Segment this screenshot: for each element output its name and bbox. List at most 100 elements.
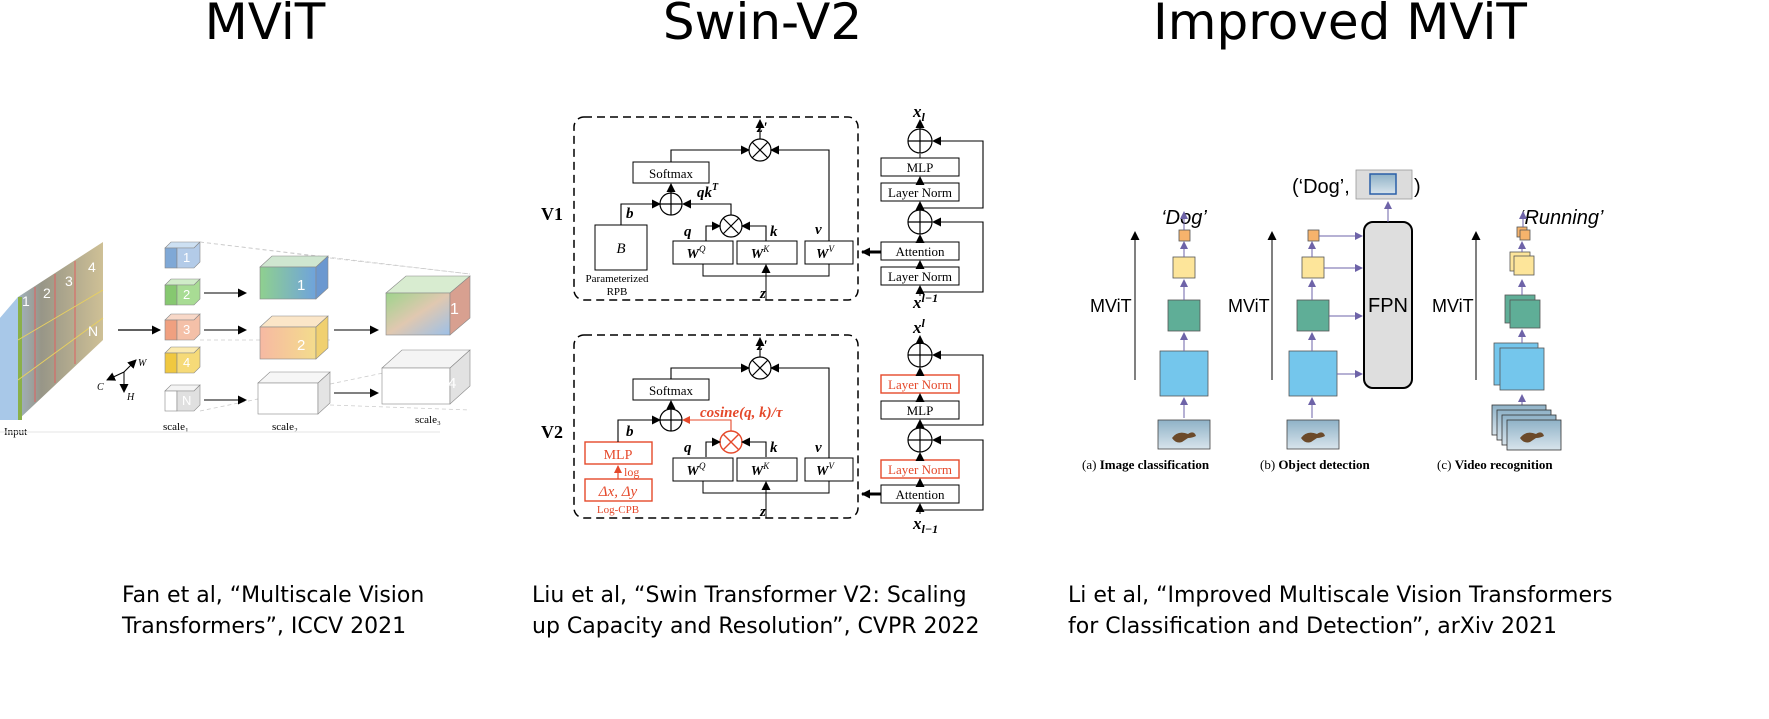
caption-c: (c) Video recognition [1437,457,1553,472]
video-frames [1491,404,1562,451]
mvit-diagram: 1 2 3 4 N Input C H W 1 [0,241,471,438]
swin-v2-diagram: V1 Softmax z' qkT q k B b Parameterized … [541,102,984,536]
xl-label: xl [912,102,926,124]
v-label: v [815,440,822,456]
layernorm-label: Layer Norm [888,269,952,284]
b-label: b [626,206,634,222]
cube-label: 1 [183,250,190,265]
v1-label: V1 [541,204,563,224]
axis-h: H [126,392,135,403]
rpb-b: B [616,241,625,257]
input-label-n: N [88,323,98,339]
fpn-label: FPN [1368,295,1408,317]
dog-image [1286,419,1340,450]
stage1-box [1499,347,1545,391]
xl-label: xl [912,316,926,337]
citation-improved-mvit: Li et al, “Improved Multiscale Vision Tr… [1068,580,1613,642]
cube-label: 1 [450,301,459,318]
cosine-label: cosine(q, k)/τ [700,405,784,421]
cube-label: 2 [297,337,305,354]
stage1-box [1288,350,1338,397]
softmax-label: Softmax [649,383,694,398]
softmax-label: Softmax [649,166,694,181]
k-label: k [770,440,778,456]
citation-line: for Classification and Detection”, arXiv… [1068,614,1557,639]
z-label: z [759,286,766,302]
qkT-label: qkT [697,182,719,201]
b-label: b [626,424,634,440]
caption-a: (a) Image classification [1082,457,1210,472]
improved-mvit-diagram: ‘Dog’ MViT (a) Image classification (‘Do… [1082,169,1604,472]
log-label: log [624,465,639,479]
rpb-box [594,224,648,271]
input-label-2: 2 [43,285,51,301]
axis-w: W [138,358,148,369]
scale1-cubes: 1 2 3 4 [163,241,201,433]
scale3-cubes: 1 N/4 scale₃ [381,275,471,426]
wq-label: WQ [687,461,706,479]
attention-label: Attention [895,244,945,259]
cube-label: N [182,393,191,408]
cube-label: N/4 [433,375,456,392]
dog-thumbnail [1369,173,1397,195]
rpb-caption: RPB [607,286,628,298]
xl1-label: xl−1 [912,514,938,536]
wk-label: WK [751,461,770,479]
cpb-mlp-label: MLP [604,448,633,463]
wv-label: WV [816,244,835,262]
title-improved-mvit: Improved MViT [1153,0,1527,51]
stage3-box [1172,256,1196,279]
scale1-label: scale₁ [163,421,189,433]
mlp-label: MLP [907,403,934,418]
citation-line: Li et al, “Improved Multiscale Vision Tr… [1068,583,1613,608]
z-label: z [759,504,766,520]
citation-line: up Capacity and Resolution”, CVPR 2022 [532,614,980,639]
input-label-3: 3 [65,273,73,289]
wv-label: WV [816,461,835,479]
cube-label: 4 [183,355,190,370]
stage1-box [1159,350,1209,397]
caption-b: (b) Object detection [1260,457,1371,472]
axes-glyph: C H W [97,358,148,403]
citation-swin: Liu et al, “Swin Transformer V2: Scaling… [532,580,980,642]
logcpb-label: Log-CPB [597,504,639,516]
delta-box [584,478,653,502]
z-prime-label: z' [756,120,767,136]
z-prime-label: z' [756,338,767,354]
stage2-box [1167,299,1201,332]
v2-dashed-box [573,334,859,519]
post-norm-label: Layer Norm [888,377,952,392]
output-label-running: ‘Running’ [1520,207,1604,229]
mvit-label: MViT [1228,296,1270,316]
attention-label: Attention [895,487,945,502]
stage2-box [1296,299,1330,332]
mvit-label: MViT [1432,296,1474,316]
stage4-box [1307,229,1320,242]
title-swin-v2: Swin-V2 [662,0,863,51]
q-label: q [684,224,692,240]
v2-label: V2 [541,422,563,442]
panel-object-detection: (‘Dog’, ) MViT FPN [1228,169,1421,472]
citation-line: Liu et al, “Swin Transformer V2: Scaling [532,583,967,608]
axis-c: C [97,382,104,393]
v1-dashed-box [573,116,859,301]
input-label-4: 4 [88,259,96,275]
cube-label: 1 [297,277,305,294]
citation-line: Fan et al, “Multiscale Vision [122,583,425,608]
scale2-label: scale₂ [272,421,298,433]
output-label-close: ) [1414,176,1421,198]
layernorm-label: Layer Norm [888,185,952,200]
stage2-box [1509,299,1541,329]
xl1-label: xl−1 [912,291,938,312]
input-label-1: 1 [22,293,30,309]
cube-label: N/2 [292,392,314,408]
stage3-box [1513,255,1535,276]
citation-line: Transformers”, ICCV 2021 [122,614,407,639]
mlp-label: MLP [907,160,934,175]
wq-label: WQ [687,244,706,262]
citation-mvit: Fan et al, “Multiscale Vision Transforme… [122,580,424,642]
cube-label: 3 [183,322,190,337]
post-norm-label: Layer Norm [888,462,952,477]
cube-label: 2 [183,287,190,302]
